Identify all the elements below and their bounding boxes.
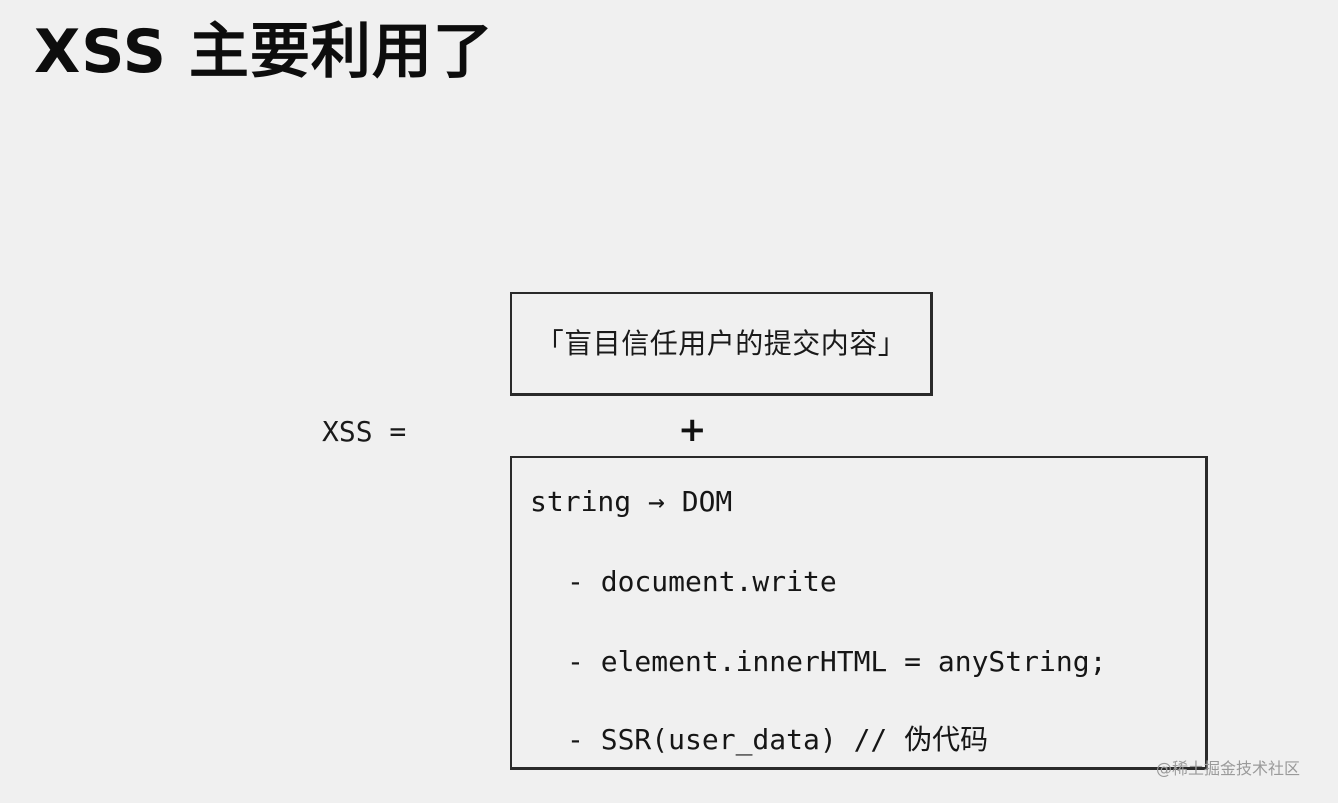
trust-user-input-text: 「盲目信任用户的提交内容」: [535, 326, 907, 360]
plus-operator: +: [678, 410, 707, 450]
list-item-document-write: - document.write: [567, 565, 837, 598]
trust-user-input-box: 「盲目信任用户的提交内容」: [510, 292, 933, 396]
watermark: @稀土掘金技术社区: [1156, 759, 1301, 778]
equation-lhs: XSS =: [322, 415, 407, 448]
list-item-inner-html: - element.innerHTML = anyString;: [567, 645, 1107, 678]
string-to-dom-box: string → DOM - document.write - element.…: [510, 456, 1208, 770]
string-to-dom-heading: string → DOM: [530, 485, 733, 518]
list-item-ssr: - SSR(user_data) // 伪代码: [567, 723, 989, 756]
slide-title: XSS 主要利用了: [34, 17, 494, 87]
